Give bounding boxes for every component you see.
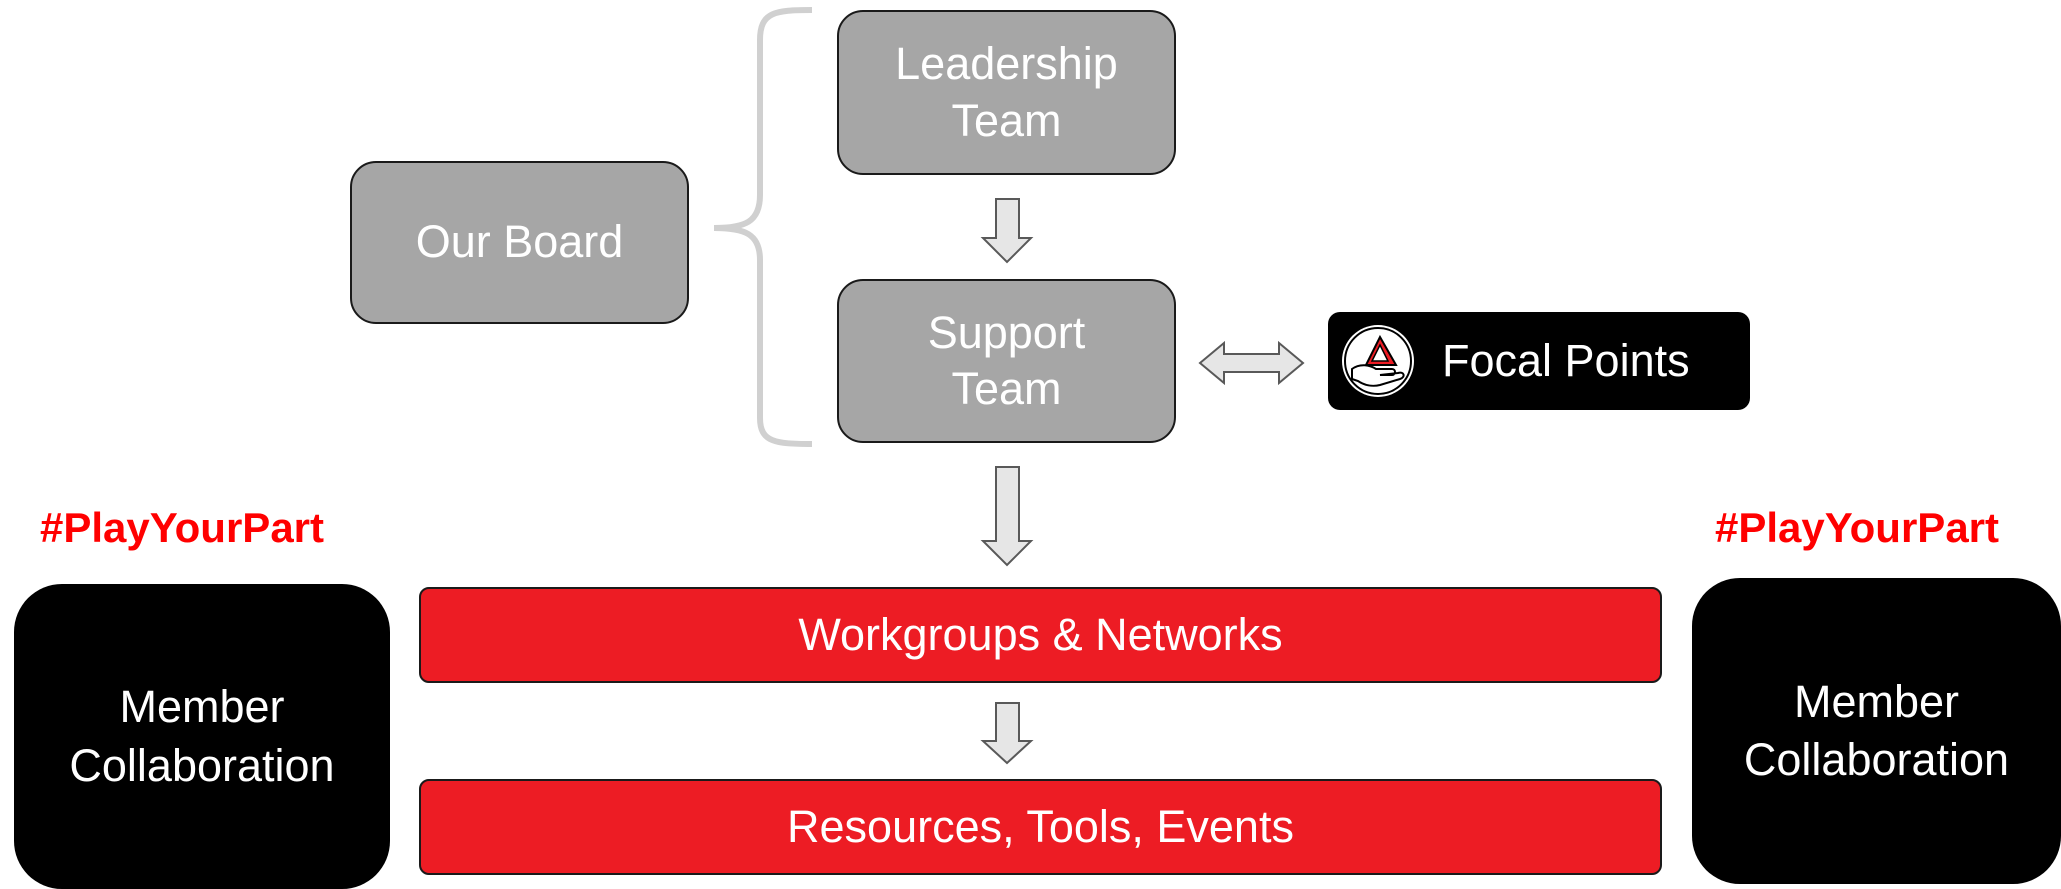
workgroups-label: Workgroups & Networks bbox=[798, 609, 1283, 660]
workgroups-networks-bar: Workgroups & Networks bbox=[419, 587, 1662, 683]
member-right-line2: Collaboration bbox=[1743, 734, 2010, 785]
member-collaboration-right: Member Collaboration bbox=[1692, 578, 2061, 884]
leadership-to-support-arrow bbox=[980, 198, 1034, 264]
support-line1: Support bbox=[927, 306, 1086, 358]
resources-tools-events-bar: Resources, Tools, Events bbox=[419, 779, 1662, 875]
support-focal-double-arrow bbox=[1198, 340, 1305, 386]
member-left-line2: Collaboration bbox=[69, 739, 335, 791]
support-team-node: Support Team bbox=[837, 279, 1176, 443]
hashtag-left: #PlayYourPart bbox=[40, 504, 325, 551]
member-collaboration-left: Member Collaboration bbox=[14, 584, 390, 889]
resources-label: Resources, Tools, Events bbox=[787, 801, 1294, 852]
hashtag-right: #PlayYourPart bbox=[1715, 504, 2000, 551]
hand-pyramid-icon bbox=[1340, 323, 1416, 399]
support-line2: Team bbox=[951, 363, 1062, 414]
leadership-line2: Team bbox=[951, 94, 1062, 146]
focal-points-label: Focal Points bbox=[1442, 335, 1690, 386]
member-right-line1: Member bbox=[1793, 675, 1960, 727]
support-to-workgroups-arrow bbox=[980, 466, 1034, 567]
leadership-team-node: Leadership Team bbox=[837, 10, 1176, 175]
workgroups-to-resources-arrow bbox=[980, 702, 1034, 765]
leadership-line1: Leadership bbox=[895, 38, 1118, 90]
focal-points-node: Focal Points bbox=[1328, 312, 1750, 410]
board-brace bbox=[713, 7, 813, 447]
member-left-line1: Member bbox=[119, 681, 285, 732]
board-label: Our Board bbox=[415, 216, 624, 268]
board-node: Our Board bbox=[350, 161, 689, 324]
